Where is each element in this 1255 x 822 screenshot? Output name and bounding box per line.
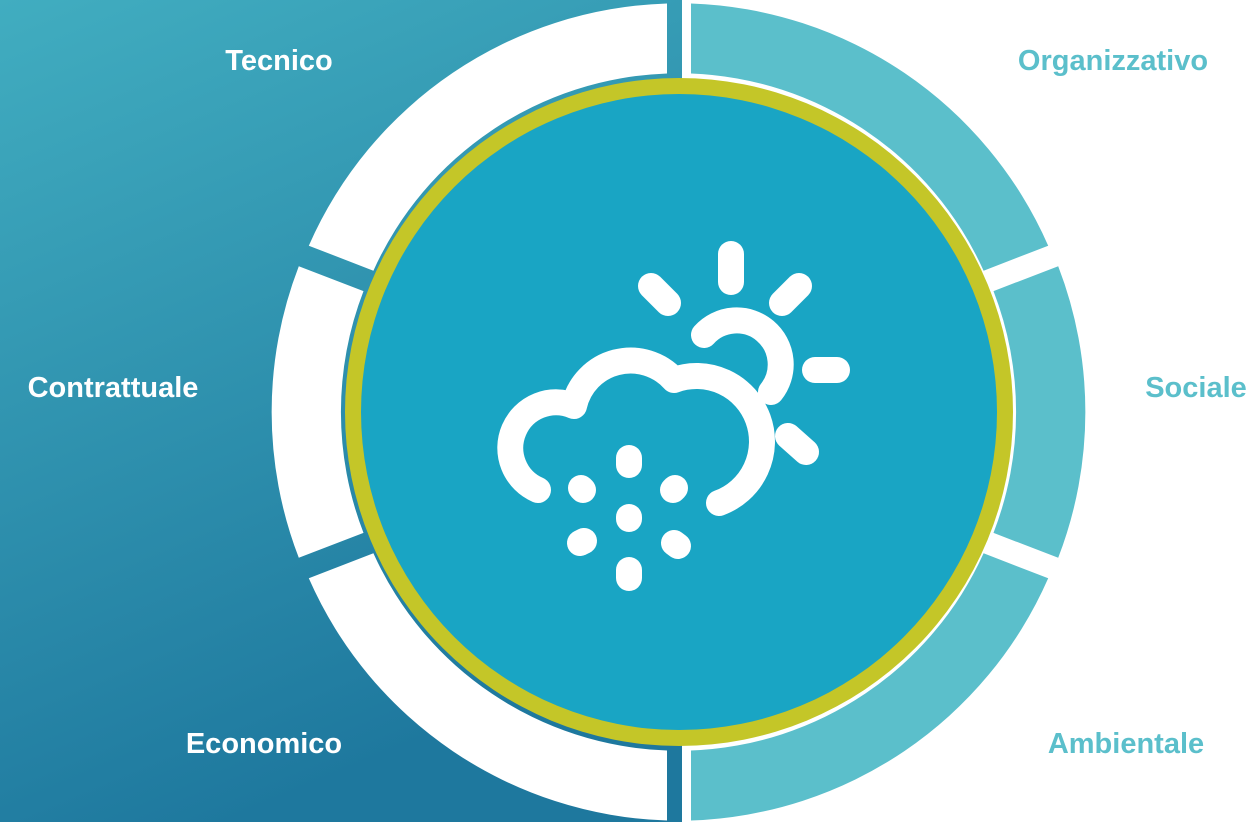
label-sociale: Sociale [1145,372,1247,404]
label-organizzativo: Organizzativo [1018,45,1208,77]
segment-economico [308,553,667,821]
segment-tecnico [308,3,667,271]
segment-sociale [993,266,1086,558]
cloud-sun-snow-icon [497,241,850,591]
label-tecnico: Tecnico [225,45,332,77]
label-ambientale: Ambientale [1048,728,1204,760]
segment-organizzativo [691,3,1049,271]
label-economico: Economico [186,728,342,760]
segment-ambientale [691,553,1049,821]
segment-contrattuale [271,266,364,558]
label-contrattuale: Contrattuale [28,372,199,404]
outer-ring [271,3,1086,821]
inner-circle [361,94,997,730]
